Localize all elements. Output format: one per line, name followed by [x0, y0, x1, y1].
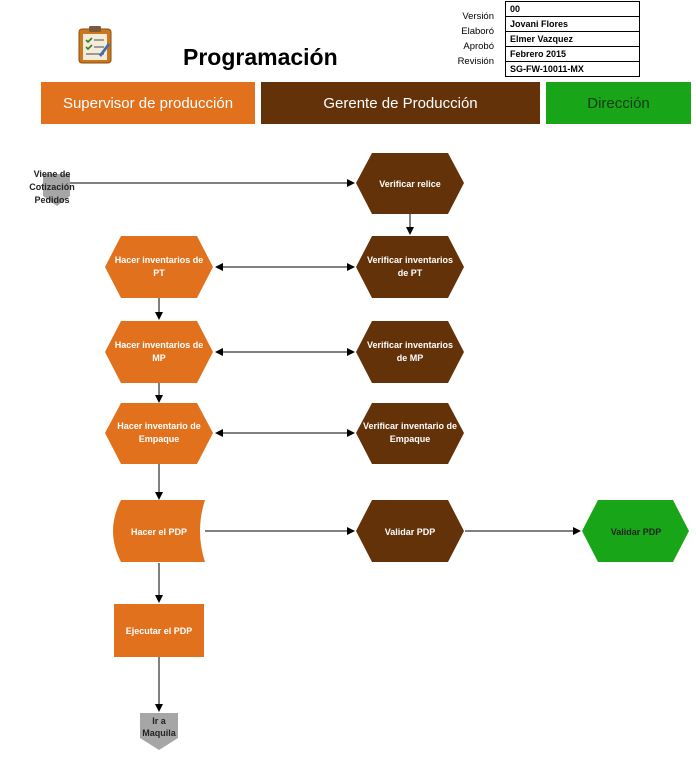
- verificar-relice-label: Verificar relice: [379, 179, 441, 189]
- meta-value-code: SG-FW-10011-MX: [505, 61, 640, 77]
- verificar-inv-pt-label-1: Verificar inventarios: [367, 255, 453, 265]
- document-meta-table: 00 Jovani Flores Elmer Vazquez Febrero 2…: [505, 1, 640, 77]
- node-validar-pdp-gerente: [356, 500, 464, 562]
- verificar-inv-pt-label-2: de PT: [398, 268, 423, 278]
- off-page-connector-maquila: [140, 713, 178, 750]
- node-verificar-inv-emp: [356, 403, 464, 464]
- hacer-inv-mp-label-1: Hacer inventarios de: [115, 340, 204, 350]
- document-meta-labels: Versión Elaboró Aprobó Revisión: [440, 9, 494, 69]
- node-verificar-inv-mp: [356, 321, 464, 383]
- verificar-inv-mp-label-1: Verificar inventarios: [367, 340, 453, 350]
- meta-label-elaboro: Elaboró: [461, 26, 494, 37]
- lane-header-supervisor: Supervisor de producción: [41, 82, 255, 124]
- meta-label-aprobo: Aprobó: [463, 41, 494, 52]
- maquila-label-1: Ir a: [152, 716, 167, 726]
- maquila-label-2: Maquila: [142, 728, 176, 738]
- node-hacer-inv-mp: [105, 321, 213, 383]
- lane-header-gerente: Gerente de Producción: [261, 82, 540, 124]
- hacer-inv-mp-label-2: MP: [152, 353, 166, 363]
- verificar-inv-emp-label-1: Verificar inventario de: [363, 421, 457, 431]
- validar-pdp-gerente-label: Validar PDP: [385, 527, 436, 537]
- hacer-pdp-label: Hacer el PDP: [131, 527, 187, 537]
- verificar-inv-emp-label-2: Empaque: [390, 434, 431, 444]
- viene-label-line2: Cotización: [29, 182, 75, 192]
- page-title: Programación: [183, 44, 338, 70]
- node-hacer-inv-pt: [105, 236, 213, 298]
- viene-label-line3: Pedidos: [34, 195, 69, 205]
- hacer-inv-emp-label-2: Empaque: [139, 434, 180, 444]
- node-verificar-relice: [356, 153, 464, 214]
- lane-header-direccion: Dirección: [546, 82, 691, 124]
- meta-label-version: Versión: [462, 11, 494, 22]
- viene-label-line1: Viene de: [34, 169, 71, 179]
- hacer-inv-pt-label-1: Hacer inventarios de: [115, 255, 204, 265]
- verificar-inv-mp-label-2: de MP: [397, 353, 424, 363]
- ejecutar-pdp-label: Ejecutar el PDP: [126, 626, 193, 636]
- node-ejecutar-pdp: [114, 604, 204, 657]
- validar-pdp-direccion-label: Validar PDP: [611, 527, 662, 537]
- meta-label-revision: Revisión: [457, 56, 494, 67]
- hacer-inv-pt-label-2: PT: [153, 268, 165, 278]
- off-page-connector-viene: [43, 174, 70, 206]
- node-verificar-inv-pt: [356, 236, 464, 298]
- node-validar-pdp-direccion: [582, 500, 689, 562]
- hacer-inv-emp-label-1: Hacer inventario de: [117, 421, 201, 431]
- clipboard-checklist-icon: [78, 26, 112, 64]
- node-hacer-inv-emp: [105, 403, 213, 464]
- node-hacer-pdp: [113, 500, 205, 562]
